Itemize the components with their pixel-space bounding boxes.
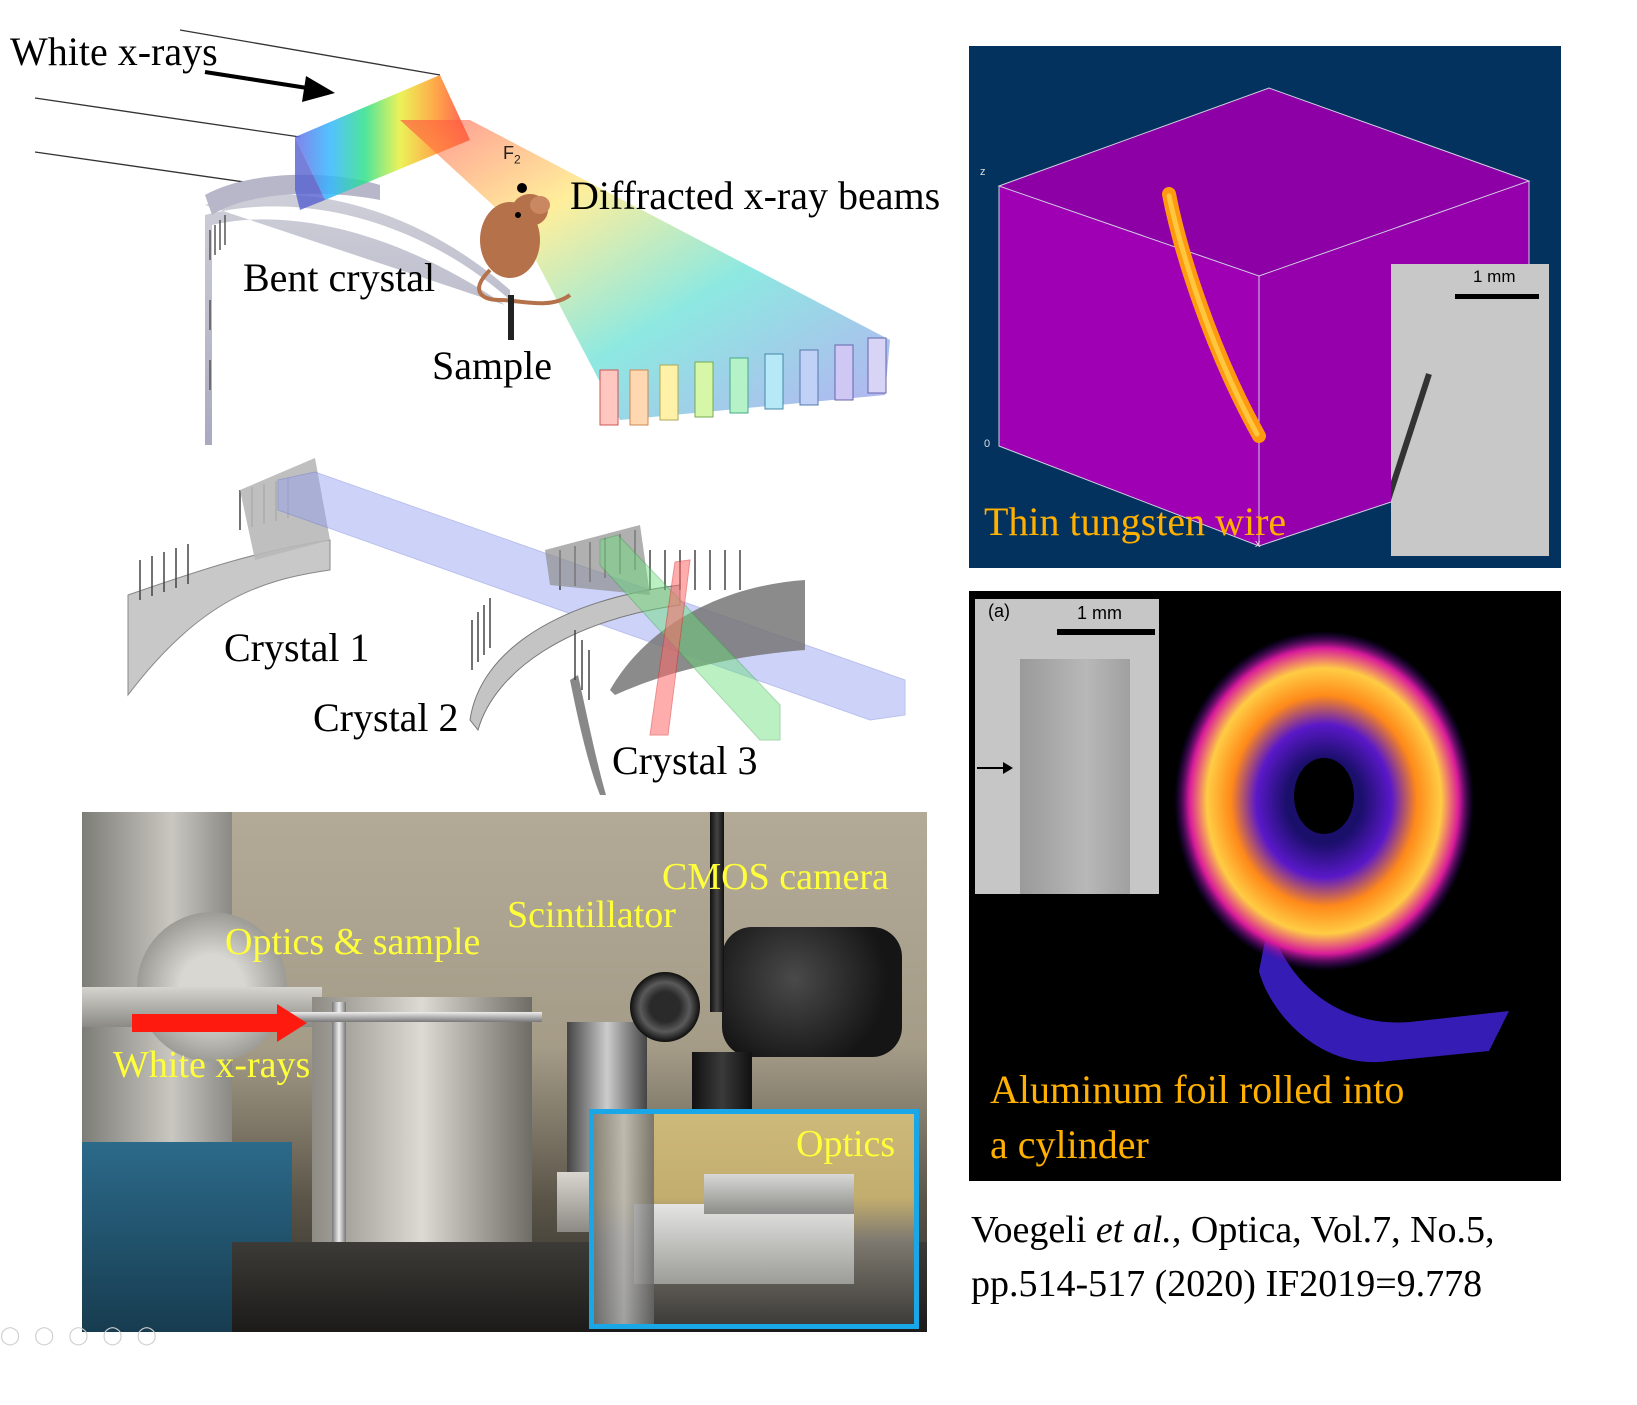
foil-panel: (a) 1 mm Aluminum foil rolled into a cyl… [969,591,1561,1181]
foil-inset-tag: (a) [988,601,1010,621]
mouse-icon [477,194,572,340]
crystal-rainbow-side [295,137,325,210]
camera-lens [630,972,700,1042]
optics-post [332,1002,346,1302]
toolbar-pencil-icon[interactable]: ◯ [34,1325,69,1345]
foil-arrow-head [1003,762,1013,774]
toolbar-more-icon[interactable]: ◯ [136,1325,171,1345]
toolbar-pen-icon[interactable]: ◯ [0,1325,35,1345]
tungsten-panel: z 0 x 1 mm Thin tungsten wire [969,46,1561,568]
foil-inset: (a) 1 mm [975,599,1159,894]
photo-white-xrays-label: White x-rays [113,1044,311,1086]
crystal-1-label: Crystal 1 [224,625,370,670]
crystal-3-label: Crystal 3 [612,738,758,783]
tungsten-scale-label: 1 mm [1473,267,1516,286]
main-beam [277,471,906,721]
citation-line1: Voegeli et al., Optica, Vol.7, No.5, [971,1203,1495,1257]
scintillator-label: Scintillator [507,894,676,936]
slide-toolbar[interactable]: ◯◯◯◯◯ [0,1325,171,1346]
inset-stage-block [634,1204,854,1284]
cube-top [999,88,1529,276]
crystal-3-lower [570,675,606,795]
crystal-2-block [545,525,650,595]
incident-arrow [204,70,321,92]
inset-stage-top [704,1174,854,1214]
crystal-1-top [240,458,330,560]
optics-stage [312,997,532,1287]
citation-journal: , Optica, Vol.7, No.5, [1171,1209,1495,1251]
crystal-rainbow-face [295,75,470,200]
foil-arrow [977,767,1003,769]
foil-scale-label: 1 mm [1077,603,1122,623]
bent-crystal-plate [205,194,510,445]
tungsten-wire-highlight [1166,193,1260,437]
red-beam [649,559,691,736]
foil-inset-cylinder [1020,659,1130,894]
tungsten-inset: 1 mm [1391,264,1549,556]
optics-sample-label: Optics & sample [225,921,481,963]
beam-arrow [132,1014,282,1032]
crystal-3-plate [610,580,805,695]
incident-arrow-head [302,76,335,102]
tungsten-caption: Thin tungsten wire [984,499,1287,544]
citation-author: Voegeli [971,1209,1096,1251]
foil-scale-bar [1057,629,1155,635]
focus-subscript: 2 [514,152,521,167]
optics-rail [282,1012,542,1022]
schematic-diagram [34,29,890,445]
optics-inset-label: Optics [796,1123,896,1165]
inset-cables [594,1114,654,1324]
white-xrays-label: White x-rays [10,29,218,74]
diffracted-beams-label: Diffracted x-ray beams [570,173,941,218]
bent-crystal-label: Bent crystal [243,255,436,300]
citation-line2: pp.514-517 (2020) IF2019=9.778 [971,1263,1483,1305]
camera-post [710,812,724,1012]
citation-etal: et al. [1095,1209,1172,1251]
tungsten-axis-zero: 0 [984,438,991,450]
bent-crystal-ticks [209,215,226,390]
incident-ray-2 [34,97,301,138]
citation: Voegeli et al., Optica, Vol.7, No.5, pp.… [971,1203,1495,1311]
sample-label: Sample [432,343,552,388]
focus-label: F2 [503,143,521,167]
tungsten-inset-wire [1391,373,1432,547]
cmos-camera-body [722,927,902,1057]
crystal-2-label: Crystal 2 [313,695,459,740]
incident-ray-1 [179,29,441,76]
diffracted-beam-ends [599,337,887,426]
setup-photo [82,812,927,1332]
cmos-camera-label: CMOS camera [662,856,889,898]
diffracted-fan [400,120,890,420]
foil-tomogram [1174,631,1509,1063]
foil-ring-hole [1294,758,1354,834]
foil-tail [1259,921,1509,1063]
beam-arrow-head [277,1004,307,1042]
crystal-1-plate [127,539,331,697]
three-crystal-diagram [127,458,906,795]
foil-caption-line1: Aluminum foil rolled into [990,1067,1405,1112]
tungsten-axis-z: z [980,166,986,178]
focus-letter: F [503,143,514,163]
foil-caption-line2: a cylinder [990,1122,1149,1167]
green-beam [599,534,781,741]
tungsten-axis-x: x [1255,538,1261,550]
optics-inset-photo [589,1109,919,1329]
tungsten-scale-bar [1455,294,1539,299]
focus-point [517,183,527,193]
toolbar-slides-icon[interactable]: ◯ [68,1325,103,1345]
toolbar-zoom-icon[interactable]: ◯ [102,1325,137,1345]
